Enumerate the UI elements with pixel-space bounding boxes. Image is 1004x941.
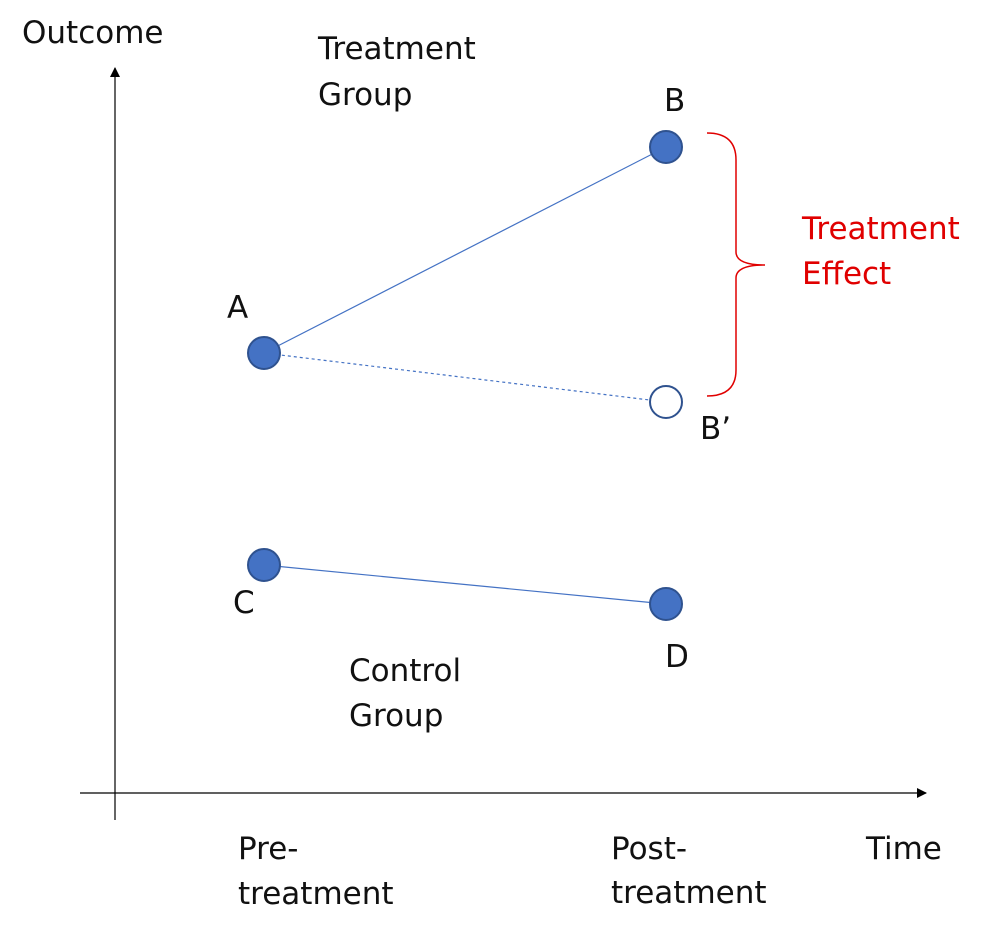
point-c-label: C <box>233 585 255 621</box>
treatment-effect-label-line-2: Effect <box>802 256 891 292</box>
point-b-label: B <box>664 83 685 119</box>
post-treatment-label: Post- treatment <box>611 831 767 911</box>
treatment-effect-label: Treatment Effect <box>801 211 970 292</box>
treatment-trend-line <box>263 146 667 354</box>
pre-treatment-label-line-2: treatment <box>238 876 394 912</box>
treatment-effect-label-line-1: Treatment <box>801 211 960 247</box>
y-axis-label: Outcome <box>22 15 163 51</box>
treatment-group-label: Treatment Group <box>317 31 486 113</box>
treatment-group-label-line-1: Treatment <box>317 31 476 67</box>
point-b-prime <box>649 385 683 419</box>
control-group-label-line-1: Control <box>349 653 461 689</box>
post-treatment-label-line-1: Post- <box>611 831 687 867</box>
point-c <box>247 548 281 582</box>
treatment-effect-brace <box>706 132 766 397</box>
control-trend-line <box>263 564 667 605</box>
x-axis-label: Time <box>865 831 942 867</box>
post-treatment-label-line-2: treatment <box>611 875 767 911</box>
point-b-prime-label: B’ <box>700 411 731 447</box>
point-a-label: A <box>227 290 248 326</box>
counterfactual-trend-line <box>263 352 667 403</box>
point-b <box>649 130 683 164</box>
control-group-label: Control Group <box>349 653 471 734</box>
point-d-label: D <box>665 639 689 675</box>
point-d <box>649 587 683 621</box>
treatment-group-label-line-2: Group <box>318 77 412 113</box>
pre-treatment-label: Pre- treatment <box>238 831 394 912</box>
point-a <box>247 336 281 370</box>
pre-treatment-label-line-1: Pre- <box>238 831 298 867</box>
control-group-label-line-2: Group <box>349 698 443 734</box>
